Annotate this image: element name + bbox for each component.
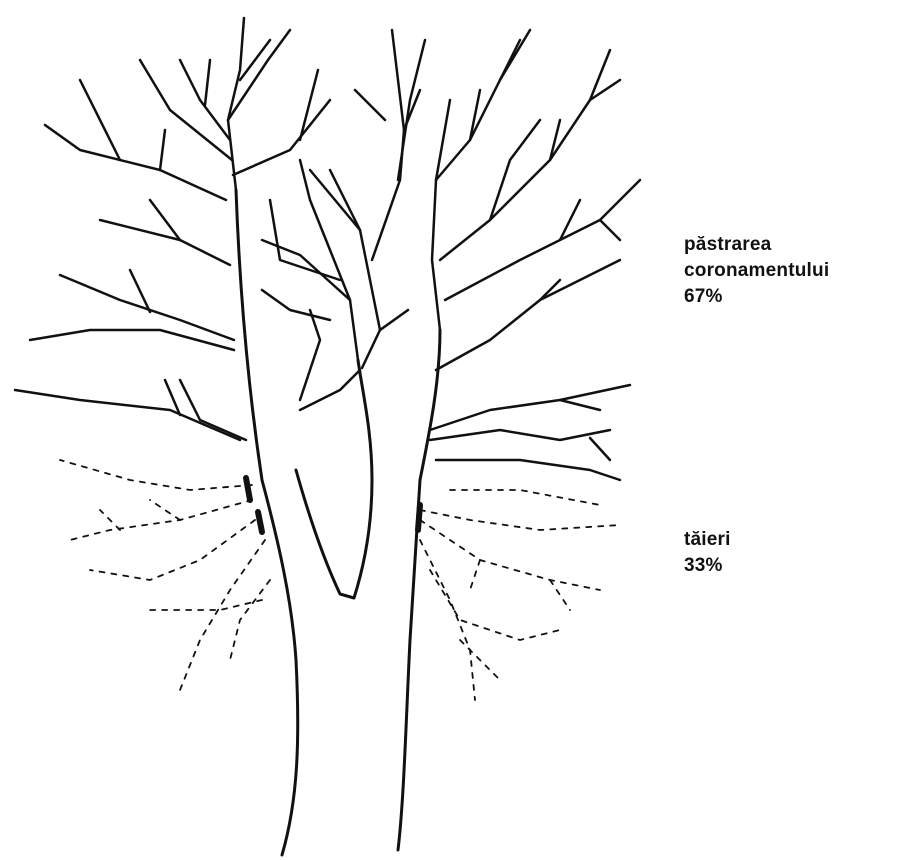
cuts-label-line1: tăieri <box>684 527 731 553</box>
crown-kept-label-line2: coronamentului <box>684 258 829 284</box>
crown-kept-label: păstrarea coronamentului 67% <box>684 232 829 310</box>
cuts-percent: 33% <box>684 553 731 579</box>
crown-kept-branches <box>15 18 640 480</box>
crown-kept-label-line1: păstrarea <box>684 232 829 258</box>
cuts-label: tăieri 33% <box>684 527 731 579</box>
crown-kept-percent: 67% <box>684 284 829 310</box>
crown-cut-branches <box>60 460 620 700</box>
